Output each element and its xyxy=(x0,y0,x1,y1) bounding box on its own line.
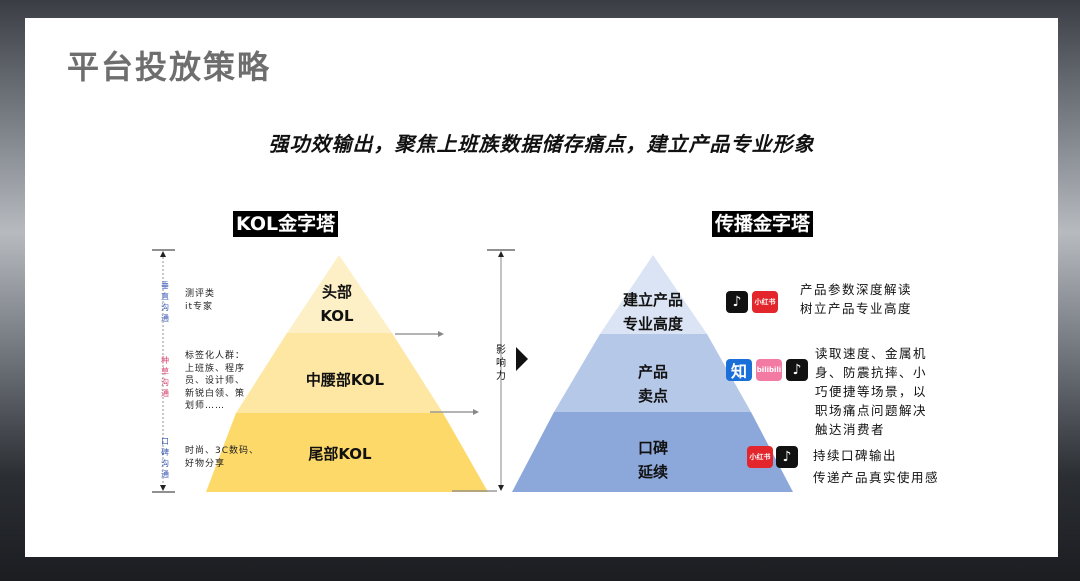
side-label-wom: 口碑沟通 xyxy=(161,437,169,479)
spread-layer-bottom-label: 口碑 延续 xyxy=(637,439,668,481)
kol-layer-top-label: 头部 KOL xyxy=(320,283,354,325)
desc-mid-kol: 标签化人群： 上班族、程序 员、设计师、 新锐白领、策 划师…… xyxy=(185,351,246,411)
side-label-seeding: 种草沟通 xyxy=(161,356,169,398)
zhihu-icon: 知 xyxy=(726,359,752,381)
pyramids-diagram xyxy=(152,249,793,493)
kol-layer-mid-label: 中腰部KOL xyxy=(305,371,385,389)
kol-layer-top xyxy=(287,255,392,333)
desc-head-kol: 测评类 it专家 xyxy=(185,289,216,312)
spread-layer-mid-label: 产品 卖点 xyxy=(637,363,668,405)
page-title: 平台投放策略 xyxy=(67,48,272,86)
spread-layer-bottom xyxy=(512,412,793,492)
kol-pyramid-title: KOL金字塔 xyxy=(233,211,339,237)
kol-layer-bottom-label: 尾部KOL xyxy=(308,445,372,463)
note-bottom: 持续口碑输出 传递产品真实使用感 xyxy=(813,448,940,485)
xiaohongshu-icon: 小红书 xyxy=(752,291,778,313)
spread-pyramid-title: 传播金字塔 xyxy=(712,211,814,237)
kol-layer-mid xyxy=(236,333,443,413)
slide-subtitle: 强功效输出，聚焦上班族数据储存痛点，建立产品专业形象 xyxy=(268,132,815,156)
tiktok-icon: ♪ xyxy=(776,446,798,468)
bilibili-icon: bilibili xyxy=(756,359,782,381)
spread-layer-top-label: 建立产品 专业高度 xyxy=(622,291,683,333)
desc-tail-kol: 时尚、3C数码、 好物分享 xyxy=(185,446,260,469)
influence-label: 影响力 xyxy=(496,345,506,382)
kol-layer-bottom xyxy=(206,413,488,492)
side-label-vertical: 垂直沟通 xyxy=(161,281,169,323)
note-mid: 读取速度、金属机 身、防震抗摔、小 巧便捷等场景，以 职场痛点问题解决 触达消费… xyxy=(815,346,928,437)
tiktok-icon: ♪ xyxy=(786,359,808,381)
spread-layer-mid xyxy=(554,334,751,412)
xiaohongshu-icon: 小红书 xyxy=(747,446,773,468)
slide: 平台投放策略 强功效输出，聚焦上班族数据储存痛点，建立产品专业形象 KOL金字塔… xyxy=(25,18,1058,557)
tiktok-icon: ♪ xyxy=(726,291,748,313)
note-top: 产品参数深度解读 树立产品专业高度 xyxy=(800,282,913,316)
spread-layer-top xyxy=(600,255,707,334)
